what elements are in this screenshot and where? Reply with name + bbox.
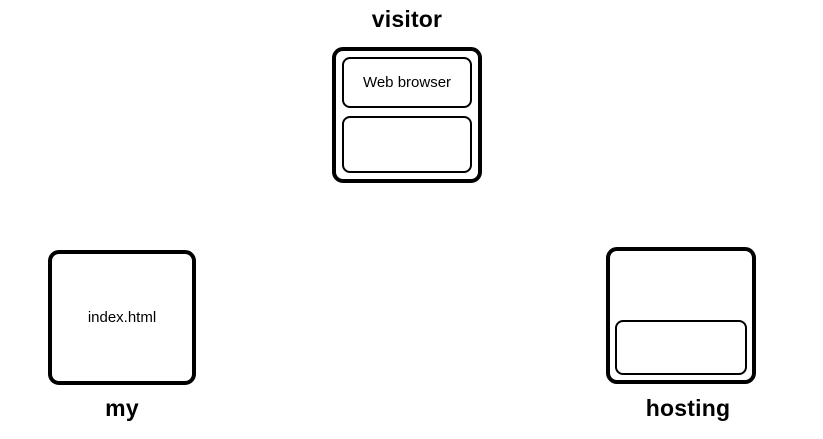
visitor-box-stack: Web browser bbox=[336, 51, 478, 179]
visitor-empty-box bbox=[342, 116, 472, 173]
visitor-node-box: Web browser bbox=[332, 47, 482, 183]
index-html-label: index.html bbox=[87, 309, 157, 326]
hosting-node-box bbox=[606, 247, 756, 384]
hosting-empty-box bbox=[615, 320, 747, 375]
hosting-node-label: hosting bbox=[645, 395, 731, 421]
visitor-node-label: visitor bbox=[371, 6, 443, 32]
web-browser-label: Web browser bbox=[362, 74, 452, 91]
my-node-box: index.html bbox=[48, 250, 196, 385]
my-node-label: my bbox=[105, 395, 139, 421]
web-browser-box: Web browser bbox=[342, 57, 472, 108]
